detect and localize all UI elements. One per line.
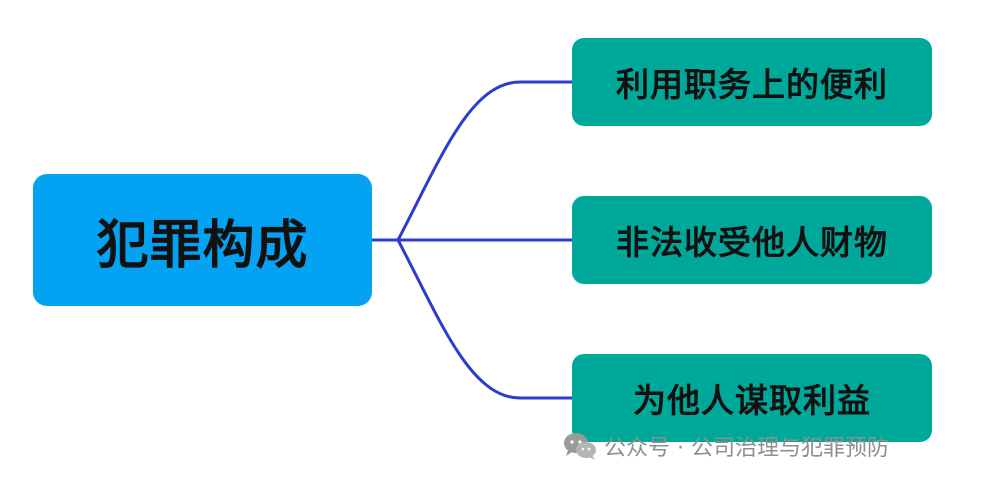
- connector-child-3: [396, 239, 572, 400]
- watermark-text: 公众号 · 公司治理与犯罪预防: [604, 436, 889, 461]
- child-node-3: 为他人谋取利益: [572, 354, 932, 442]
- child-node-2: 非法收受他人财物: [572, 196, 932, 284]
- child-node-label: 利用职务上的便利: [616, 65, 888, 104]
- root-node-label: 犯罪构成: [96, 215, 309, 276]
- child-node-label: 为他人谋取利益: [633, 381, 871, 420]
- watermark: 公众号 · 公司治理与犯罪预防: [562, 428, 889, 464]
- connector-child-1: [396, 80, 572, 241]
- wechat-icon: [564, 433, 596, 460]
- root-node: 犯罪构成: [33, 174, 372, 306]
- child-node-label: 非法收受他人财物: [616, 223, 888, 262]
- child-node-1: 利用职务上的便利: [572, 38, 932, 126]
